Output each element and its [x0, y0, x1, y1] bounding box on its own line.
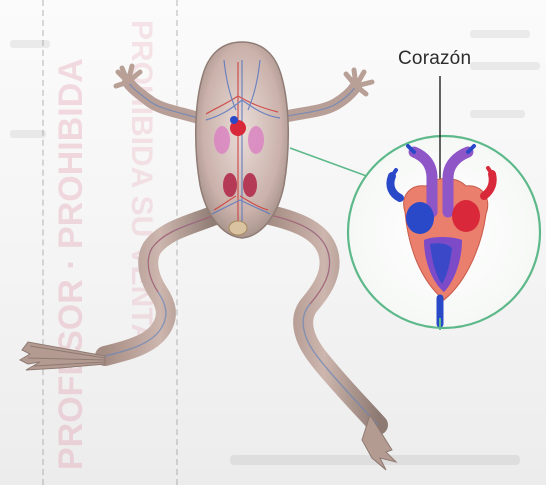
heart-label: Corazón: [398, 48, 471, 70]
frog-body-group: [20, 42, 396, 470]
callout-line: [290, 148, 372, 178]
heart-callout: [348, 76, 540, 330]
